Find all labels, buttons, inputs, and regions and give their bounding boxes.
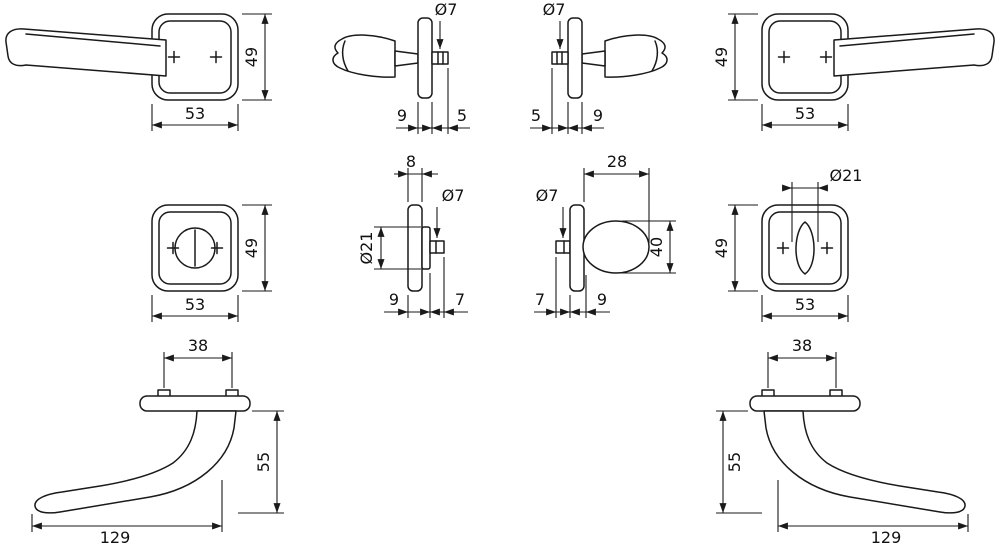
oval-rose-front-dimensions: Ø21 49 53 [712, 166, 862, 322]
rose-thickness-label: 8 [406, 152, 416, 171]
turn-dia-label: Ø21 [830, 166, 863, 185]
spindle-dia-label: Ø7 [442, 186, 465, 205]
handle-front-left-dimensions: 49 53 [151, 13, 272, 131]
handle-profile-left-shape [34, 389, 251, 514]
dim-width-label: 53 [795, 295, 815, 314]
length-label: 129 [871, 528, 902, 547]
screw-spacing-label: 38 [792, 336, 812, 355]
spindle-length-label: 5 [531, 106, 541, 125]
dim-height-label: 49 [712, 238, 731, 258]
handle-front-left-shape [5, 13, 239, 101]
dim-width-label: 53 [795, 104, 815, 123]
rose-front-dimensions: 49 53 [151, 204, 272, 322]
handle-side-right-dimensions: Ø7 5 9 [530, 0, 604, 134]
knob-dia-label: 40 [647, 237, 666, 257]
hub-dia-label: Ø21 [357, 232, 376, 265]
knob-side-dimensions: 28 Ø7 40 7 9 [534, 152, 676, 318]
handle-profile-right-dimensions: 38 55 129 [716, 336, 969, 547]
spindle-dia-label: Ø7 [536, 186, 559, 205]
handle-side-left-shape [332, 17, 449, 99]
spindle-dia-label: Ø7 [543, 0, 566, 19]
length-label: 129 [100, 528, 131, 547]
handle-front-right-shape [762, 14, 994, 100]
spindle-length-label: 7 [455, 290, 465, 309]
spindle-length-label: 5 [457, 106, 467, 125]
rose-side-shape [407, 204, 445, 292]
handle-side-right-shape [551, 17, 668, 99]
screw-spacing-label: 38 [188, 336, 208, 355]
handle-profile-right-shape [749, 389, 966, 514]
handle-front-right-dimensions: 49 53 [712, 13, 849, 131]
rose-side-dimensions: 8 Ø21 Ø7 9 7 [357, 152, 468, 318]
projection-label: 28 [607, 152, 627, 171]
dim-height-label: 49 [712, 47, 731, 67]
oval-rose-front-shape [761, 204, 849, 292]
spindle-dia-label: Ø7 [435, 0, 458, 19]
dim-width-label: 53 [185, 104, 205, 123]
knob-side-shape [555, 204, 650, 292]
spindle-length-label: 7 [535, 290, 545, 309]
projection-label: 55 [254, 452, 273, 472]
rose-depth-label: 9 [389, 290, 399, 309]
handle-profile-left-dimensions: 38 55 129 [31, 336, 284, 547]
rose-depth-label: 9 [593, 106, 603, 125]
handle-side-left-dimensions: Ø7 9 5 [396, 0, 470, 134]
dim-height-label: 49 [242, 238, 261, 258]
dim-height-label: 49 [242, 47, 261, 67]
rose-front-shape [151, 204, 239, 292]
projection-label: 55 [725, 452, 744, 472]
rose-depth-label: 9 [597, 290, 607, 309]
rose-depth-label: 9 [397, 106, 407, 125]
dim-width-label: 53 [185, 295, 205, 314]
